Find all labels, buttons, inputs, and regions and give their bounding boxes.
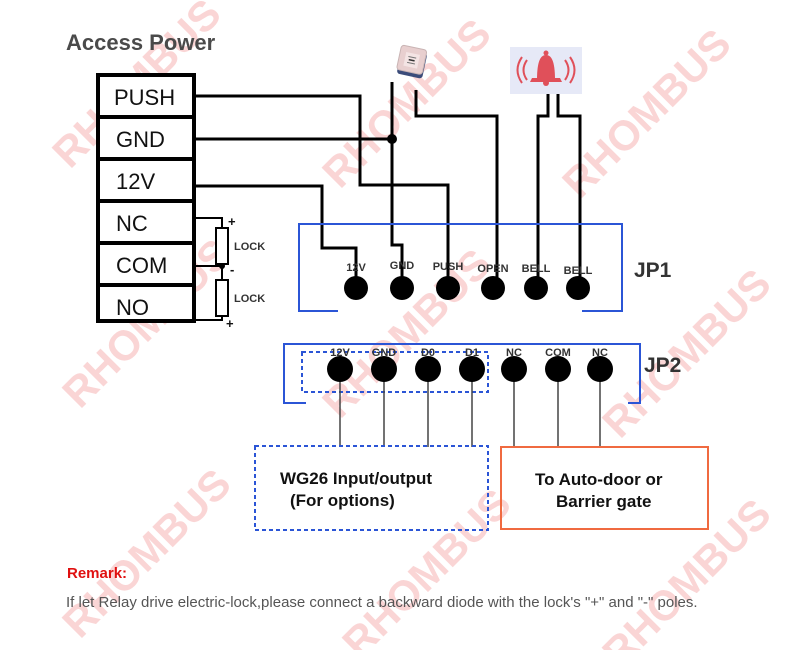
jp1-pins: 12V GND PUSH OPEN BELL BELL <box>344 260 593 300</box>
jp2-pin <box>545 356 571 382</box>
access-power-terminal-block: PUSH GND 12V NC COM NO <box>96 73 196 323</box>
jp1-pin <box>524 276 548 300</box>
watermark: RHOMBUS <box>53 460 240 647</box>
remark-title: Remark: <box>67 565 128 582</box>
lock-label: LOCK <box>234 293 265 305</box>
jp1-pin-label: OPEN <box>477 263 508 275</box>
jp1-pin <box>390 276 414 300</box>
jp2-wires <box>339 370 601 447</box>
lock-label: LOCK <box>234 241 265 253</box>
jp1-pin-label: 12V <box>346 262 366 274</box>
lock-wiring: + - + LOCK LOCK <box>194 214 265 331</box>
lock-icon <box>215 279 229 317</box>
terminal-nc: NC <box>116 211 148 236</box>
jp2-pin-label: NC <box>592 347 608 359</box>
terminal-gnd: GND <box>116 127 165 152</box>
terminal-com: COM <box>116 253 167 278</box>
jp1-block: 12V GND PUSH OPEN BELL BELL JP1 <box>298 223 672 312</box>
jp1-pin <box>436 276 460 300</box>
wire-bell-1 <box>536 94 550 285</box>
autodoor-line1: To Auto-door or <box>535 470 663 489</box>
jp1-wires <box>194 82 582 285</box>
jp1-pin-label: PUSH <box>433 261 464 273</box>
autodoor-box: To Auto-door or Barrier gate <box>500 446 709 530</box>
jp2-pin <box>327 356 353 382</box>
lock-icon <box>215 227 229 265</box>
wire-bell-2 <box>556 94 582 285</box>
wg26-line1: WG26 Input/output <box>280 469 432 488</box>
watermark: RHOMBUS <box>313 10 500 197</box>
bell-icon <box>510 47 582 94</box>
jp2-pin-label: GND <box>372 347 397 359</box>
jp1-pin <box>481 276 505 300</box>
remark-text: If let Relay drive electric-lock,please … <box>66 594 698 611</box>
wire-exit-gnd <box>390 82 404 285</box>
wg26-pin-group <box>301 351 489 393</box>
jp1-pin-label: BELL <box>564 265 593 277</box>
page-title: Access Power <box>66 30 216 55</box>
watermark: RHOMBUS <box>593 490 780 650</box>
jp1-label: JP1 <box>634 259 672 282</box>
jp2-pin-label: NC <box>506 347 522 359</box>
junction-dot <box>387 134 397 144</box>
jp2-block: 12V GND D0 D1 NC COM NC JP2 <box>283 343 681 447</box>
jp1-pin-label: GND <box>390 260 415 272</box>
lock-top-plus: + <box>228 214 236 229</box>
jp1-pin-label: BELL <box>522 263 551 275</box>
lock-minus: - <box>230 262 234 277</box>
jp1-pin <box>344 276 368 300</box>
jp2-pin-label: D1 <box>465 347 479 359</box>
wire-exit-open <box>414 90 499 285</box>
wg26-line2: (For options) <box>290 491 395 510</box>
terminal-no: NO <box>116 295 149 320</box>
jp2-pin-label: D0 <box>421 347 435 359</box>
jp2-pin <box>459 356 485 382</box>
jp1-pin <box>566 276 590 300</box>
jp2-label: JP2 <box>644 354 681 377</box>
jp2-pin-label: COM <box>545 347 571 359</box>
jp2-pin <box>415 356 441 382</box>
wg26-box: WG26 Input/output (For options) <box>254 445 489 531</box>
exit-button-icon <box>396 44 428 79</box>
lock-bottom-plus: + <box>226 316 234 331</box>
terminal-12v: 12V <box>116 169 155 194</box>
jp2-pin <box>501 356 527 382</box>
wire-push <box>194 94 450 285</box>
jp2-pin-label: 12V <box>330 347 350 359</box>
jp2-pin <box>587 356 613 382</box>
jp2-pins: 12V GND D0 D1 NC COM NC <box>327 347 613 382</box>
wire-12v <box>194 184 358 285</box>
terminal-push: PUSH <box>114 85 175 110</box>
jp2-pin <box>371 356 397 382</box>
autodoor-line2: Barrier gate <box>556 492 651 511</box>
